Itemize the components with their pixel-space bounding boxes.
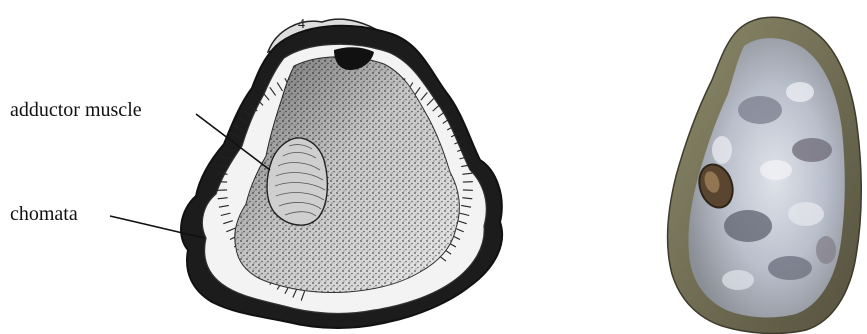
adductor-muscle-label: adductor muscle	[10, 100, 142, 120]
drawing-mark: 4	[298, 17, 305, 32]
shell-drawing: 4	[110, 17, 502, 328]
shell-photo	[668, 17, 862, 333]
chomata-label: chomata	[10, 204, 78, 224]
